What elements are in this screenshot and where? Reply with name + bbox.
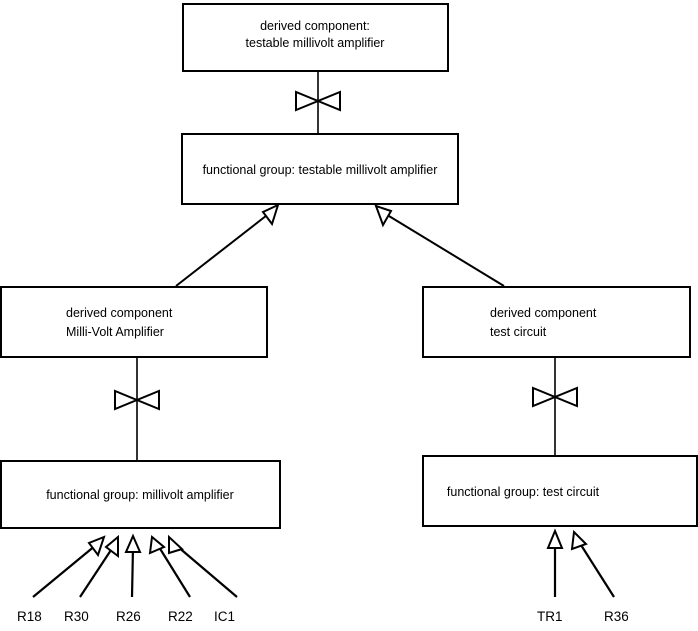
node-left-derived-component-rect	[0, 286, 268, 358]
leaf-label-r36: R36	[604, 609, 629, 624]
node-top-derived-component-line2: testable millivolt amplifier	[246, 36, 385, 50]
node-top-functional-group-rect	[181, 133, 459, 205]
leaf-label-r18: R18	[17, 609, 42, 624]
bowtie-realization-connector-left	[114, 389, 160, 411]
arrow-leaf-r22	[148, 535, 191, 598]
arrow-leaf-r18	[32, 535, 106, 598]
node-right-functional-group-rect	[422, 455, 698, 527]
node-top-derived-component[interactable]: derived component: testable millivolt am…	[182, 3, 449, 72]
node-left-derived-component-line1: derived component	[66, 306, 173, 320]
node-right-derived-component-line2: test circuit	[490, 325, 547, 339]
node-right-functional-group-label: functional group: test circuit	[447, 485, 600, 499]
node-left-functional-group[interactable]: functional group: millivolt amplifier	[0, 460, 281, 529]
node-left-derived-component[interactable]: derived component Milli-Volt Amplifier	[0, 286, 268, 358]
leaf-label-r30: R30	[64, 609, 89, 624]
node-left-derived-component-line2: Milli-Volt Amplifier	[66, 325, 164, 339]
node-left-functional-group-rect	[0, 460, 281, 529]
leaf-label-ic1: IC1	[214, 609, 235, 624]
arrow-left-derived-to-top-functional	[175, 203, 280, 287]
arrow-leaf-tr1	[546, 528, 564, 597]
bowtie-realization-connector-right	[532, 386, 578, 408]
arrow-leaf-r30	[79, 534, 119, 598]
arrow-right-derived-to-top-functional	[374, 204, 505, 287]
node-right-derived-component[interactable]: derived component test circuit	[422, 286, 691, 358]
node-left-functional-group-label: functional group: millivolt amplifier	[46, 488, 234, 502]
bowtie-realization-connector-top	[295, 90, 341, 112]
arrow-leaf-ic1	[168, 534, 238, 598]
leaf-label-tr1: TR1	[537, 609, 563, 624]
node-top-derived-component-rect	[182, 3, 449, 72]
leaf-label-r26: R26	[116, 609, 141, 624]
leaf-label-r22: R22	[168, 609, 193, 624]
node-right-derived-component-line1: derived component	[490, 306, 597, 320]
node-right-derived-component-rect	[422, 286, 691, 358]
node-top-functional-group-label: functional group: testable millivolt amp…	[203, 163, 438, 177]
arrow-leaf-r26	[124, 533, 142, 598]
node-right-functional-group[interactable]: functional group: test circuit	[422, 455, 698, 527]
node-top-derived-component-line1: derived component:	[260, 19, 370, 33]
node-top-functional-group[interactable]: functional group: testable millivolt amp…	[181, 133, 459, 205]
arrow-leaf-r36	[570, 529, 615, 598]
